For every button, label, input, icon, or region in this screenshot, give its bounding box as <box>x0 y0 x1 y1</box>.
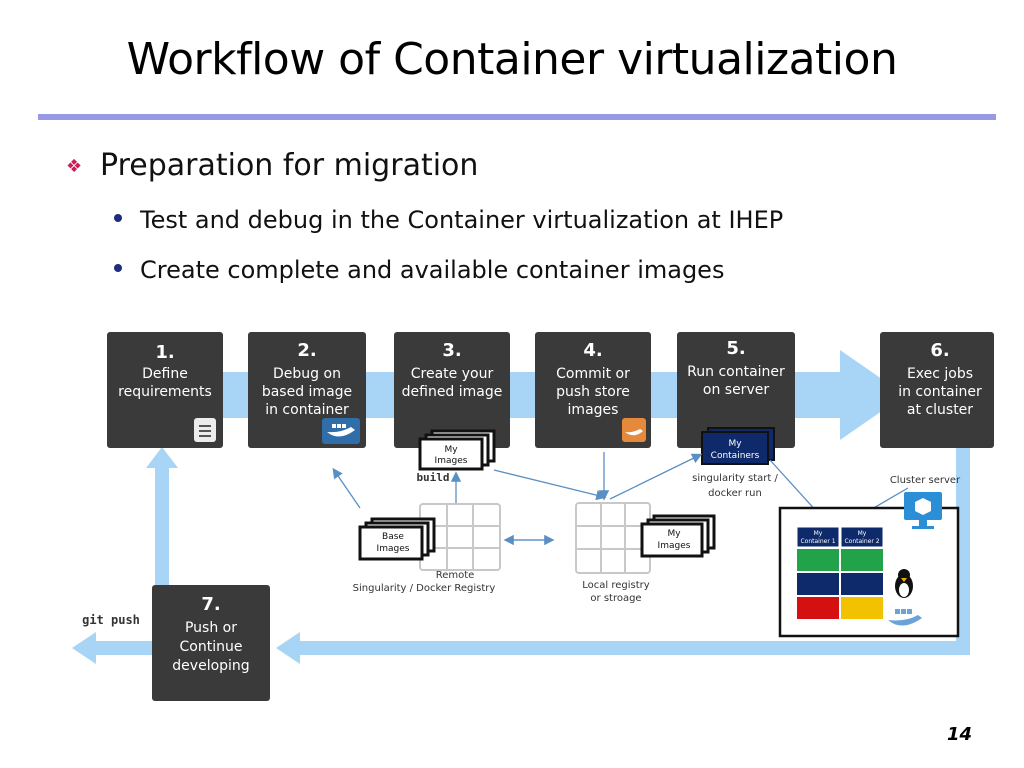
step-2-num: 2. <box>297 340 316 361</box>
arrow-myimages-to-local <box>493 469 607 501</box>
right-down-arrow <box>956 445 970 655</box>
step-box-5: 5. Run container on server <box>677 332 795 448</box>
container2-label-2: Container 2 <box>844 538 879 545</box>
grid-cell <box>797 597 839 619</box>
step-3-line-2: defined image <box>402 384 503 400</box>
step-6-line-3: at cluster <box>907 402 973 418</box>
container1-label-1: My <box>814 530 823 537</box>
step-4-line-2: push store <box>556 384 630 400</box>
up-arrowhead <box>146 447 178 468</box>
step-3-num: 3. <box>442 340 461 361</box>
docker-whale-icon <box>888 609 922 626</box>
bullet-sub-2: Create complete and available container … <box>114 256 724 284</box>
step-3-line-1: Create your <box>411 366 494 382</box>
remote-label-1: Remote <box>436 570 475 581</box>
local-label-2: or stroage <box>590 593 641 604</box>
diamond-bullet-icon: ❖ <box>66 156 83 177</box>
grid-cell <box>841 549 883 571</box>
bottom-return-arrow <box>300 641 970 655</box>
cluster-server-label: Cluster server <box>890 475 961 486</box>
step-box-1: 1. Define requirements <box>107 332 223 448</box>
slide-title: Workflow of Container virtualization <box>126 34 898 85</box>
build-label: build <box>416 471 449 484</box>
step-6-num: 6. <box>930 340 949 361</box>
bottom-return-arrowhead <box>276 632 300 664</box>
run-cmd-line-2: docker run <box>708 488 762 499</box>
step-4-line-3: images <box>568 402 619 418</box>
bullet-main-text: Preparation for migration <box>100 148 479 183</box>
base-images-label-1: Base <box>382 532 404 542</box>
step-box-2: 2. Debug on based image in container <box>248 332 366 448</box>
main-flow-arrowhead <box>840 350 905 440</box>
docker-whale-icon <box>322 418 360 444</box>
step-7-num: 7. <box>201 594 220 615</box>
step-1-line-2: requirements <box>118 384 212 400</box>
step-1-num: 1. <box>155 342 174 363</box>
arrow-local-to-containers <box>609 453 703 500</box>
step-4-line-1: Commit or <box>556 366 630 382</box>
step-5-line-1: Run container <box>687 364 785 380</box>
monitor-icon <box>904 492 942 529</box>
git-push-label: git push <box>82 613 140 627</box>
local-label-1: Local registry <box>582 580 650 591</box>
local-my-images-stack: My Images <box>640 514 716 558</box>
my-containers-label-1: My <box>728 439 742 449</box>
local-images-label-1: My <box>667 529 681 539</box>
remote-label-2: Singularity / Docker Registry <box>353 583 496 594</box>
step-box-6: 6. Exec jobs in container at cluster <box>880 332 994 448</box>
step-4-num: 4. <box>583 340 602 361</box>
dot-bullet-icon <box>114 264 122 272</box>
my-images-stack: My Images <box>418 429 496 471</box>
docker-whale-icon <box>622 418 646 442</box>
local-registry-shelf <box>575 502 651 574</box>
grid-cell <box>797 549 839 571</box>
my-images-label-1: My <box>444 445 458 455</box>
bullet-main: ❖ Preparation for migration <box>66 148 478 183</box>
step-box-7: 7. Push or Continue developing <box>152 585 270 701</box>
step-7-line-3: developing <box>172 658 249 674</box>
container2-label-1: My <box>858 530 867 537</box>
step-6-line-2: in container <box>898 384 982 400</box>
my-containers-label-2: Containers <box>711 451 760 461</box>
bullet-sub-1: Test and debug in the Container virtuali… <box>114 206 783 234</box>
grid-cell <box>797 573 839 595</box>
step-7-line-1: Push or <box>185 620 237 636</box>
run-cmd-line-1: singularity start / <box>692 473 778 484</box>
dot-bullet-icon <box>114 214 122 222</box>
step-2-line-1: Debug on <box>273 366 341 382</box>
step-5-num: 5. <box>726 338 745 359</box>
title-divider <box>38 114 996 120</box>
grid-cell <box>841 597 883 619</box>
base-images-label-2: Images <box>377 544 410 554</box>
step-6-line-1: Exec jobs <box>907 366 973 382</box>
grid-cell <box>841 573 883 595</box>
step-2-line-3: in container <box>265 402 349 418</box>
base-images-stack: Base Images <box>358 517 436 561</box>
git-push-arrowhead <box>72 632 96 664</box>
arrow-base-to-step2 <box>332 467 361 509</box>
step-2-line-2: based image <box>262 384 352 400</box>
my-images-label-2: Images <box>435 456 468 466</box>
bullet-sub-2-text: Create complete and available container … <box>140 256 725 284</box>
local-images-label-2: Images <box>658 541 691 551</box>
bullet-sub-1-text: Test and debug in the Container virtuali… <box>140 206 784 234</box>
page-number: 14 <box>946 724 972 745</box>
step-5-line-2: on server <box>703 382 769 398</box>
step-7-line-2: Continue <box>180 639 243 655</box>
step-box-4: 4. Commit or push store images <box>535 332 651 448</box>
up-arrow-to-step1 <box>155 465 169 593</box>
cluster-server-panel: My Container 1 My Container 2 <box>778 492 960 638</box>
git-push-arrow <box>95 641 155 655</box>
linux-penguin-icon <box>895 569 913 598</box>
step-1-line-1: Define <box>142 366 188 382</box>
step-box-3: 3. Create your defined image <box>394 332 510 448</box>
document-icon <box>194 418 216 442</box>
my-containers-stack: My Containers <box>701 427 775 465</box>
container1-label-2: Container 1 <box>800 538 835 545</box>
